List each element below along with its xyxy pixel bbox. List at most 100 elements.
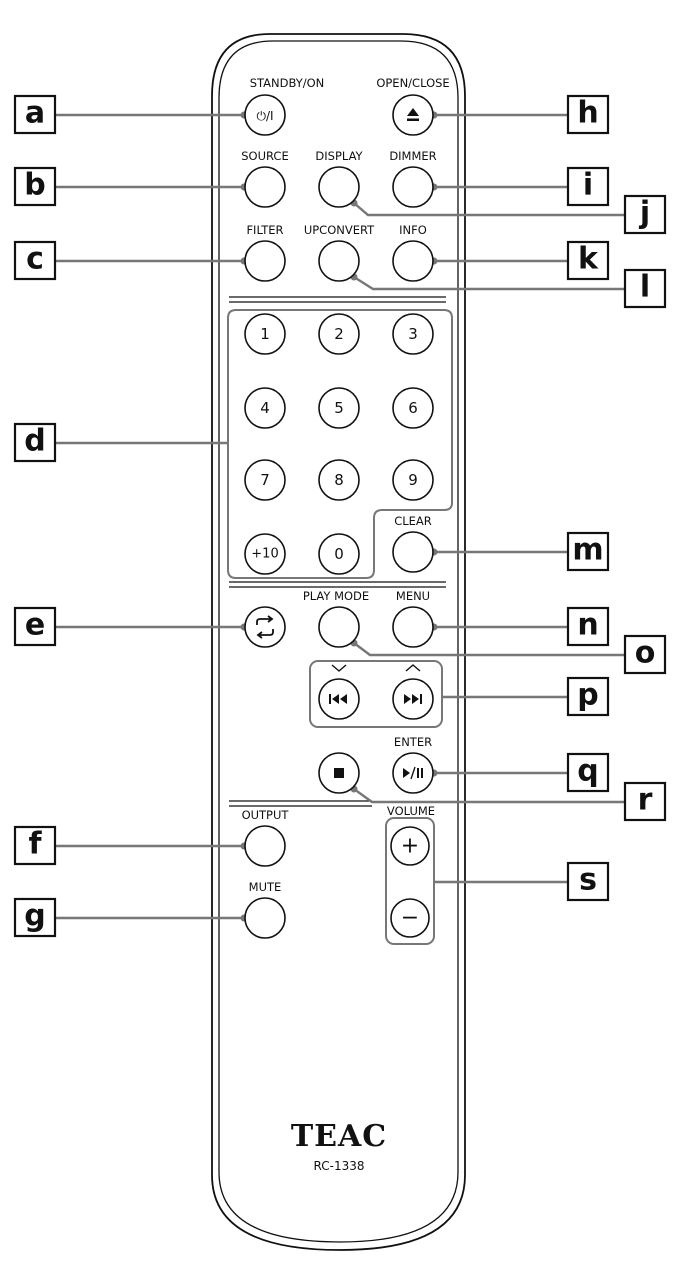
standby-label: STANDBY/ON (250, 76, 325, 90)
callout-box-r (623, 781, 667, 822)
playmode-button[interactable] (318, 606, 360, 648)
callout-g: g (24, 899, 45, 934)
output-button[interactable] (244, 825, 286, 867)
keypad: 1 2 3 4 5 6 7 8 9 +10 0 (244, 313, 434, 575)
callout-s: s (579, 863, 597, 898)
stop-button[interactable] (318, 752, 360, 794)
volume-up-button[interactable]: + (390, 826, 430, 866)
volume-up-label: + (401, 834, 419, 859)
callout-n: n (577, 608, 598, 643)
callout-box-q (566, 752, 610, 793)
key-4-label: 4 (260, 399, 270, 417)
play-pause-button[interactable] (392, 752, 434, 794)
key-0-label: 0 (334, 545, 344, 563)
callout-box-e (13, 606, 57, 647)
output-label: OUTPUT (242, 808, 290, 822)
openclose-button[interactable] (392, 94, 434, 136)
callout-d: d (24, 424, 45, 459)
leader-j (353, 202, 625, 217)
source-button[interactable] (244, 166, 286, 208)
filter-label: FILTER (246, 223, 283, 237)
callout-b: b (24, 168, 45, 203)
upconvert-button[interactable] (318, 240, 360, 282)
chevron-up-icon (405, 664, 421, 672)
dimmer-label: DIMMER (389, 149, 436, 163)
callout-o: o (635, 636, 656, 671)
mute-button[interactable] (244, 897, 286, 939)
leader-l (353, 275, 625, 291)
callout-box-k (566, 240, 610, 281)
remote-body-inner (218, 40, 459, 1243)
model-label: RC-1338 (314, 1159, 365, 1173)
display-button[interactable] (318, 166, 360, 208)
key-9-button[interactable] (392, 459, 434, 501)
key-7-button[interactable] (244, 459, 286, 501)
key-plus10-button[interactable] (244, 533, 286, 575)
display-label: DISPLAY (315, 149, 363, 163)
callout-box-d (13, 422, 57, 463)
key-2-label: 2 (334, 325, 344, 343)
callout-e: e (25, 608, 45, 643)
key-6-label: 6 (408, 399, 418, 417)
repeat-button-circle[interactable] (244, 606, 286, 648)
standby-button-circle[interactable] (244, 94, 286, 136)
volume-up-button-circle[interactable] (390, 826, 430, 866)
clear-label: CLEAR (394, 514, 432, 528)
volume-down-button[interactable]: − (390, 898, 430, 938)
skip-forward-button[interactable] (392, 678, 434, 720)
volume-down-label: − (401, 906, 419, 931)
skip-forward-icon (404, 694, 422, 704)
callouts: a b c d e f g h (13, 94, 667, 938)
callout-m: m (572, 533, 603, 568)
callout-q: q (577, 754, 598, 789)
callout-box-g (13, 897, 57, 938)
filter-button[interactable] (244, 240, 286, 282)
skip-back-button[interactable] (318, 678, 360, 720)
key-9-label: 9 (408, 471, 418, 489)
mute-label: MUTE (249, 880, 282, 894)
key-8-label: 8 (334, 471, 344, 489)
callout-c: c (26, 242, 44, 277)
callout-box-b (13, 166, 57, 207)
key-0-button[interactable] (318, 533, 360, 575)
key-7-label: 7 (260, 471, 270, 489)
info-label: INFO (399, 223, 427, 237)
openclose-label: OPEN/CLOSE (376, 76, 449, 90)
callout-box-f (13, 825, 57, 866)
key-4-button[interactable] (244, 387, 286, 429)
callout-h: h (577, 96, 598, 131)
chevron-down-icon (331, 664, 347, 672)
menu-button[interactable] (392, 606, 434, 648)
repeat-button[interactable] (244, 606, 286, 648)
callout-box-h (566, 94, 610, 135)
standby-button[interactable]: ⏻/I (244, 94, 286, 136)
repeat-icon (256, 615, 274, 639)
key-2-button[interactable] (318, 313, 360, 355)
key-plus10-label: +10 (251, 547, 278, 562)
enter-label: ENTER (394, 735, 432, 749)
key-1-label: 1 (260, 325, 270, 343)
key-5-button[interactable] (318, 387, 360, 429)
info-button[interactable] (392, 240, 434, 282)
upconvert-label: UPCONVERT (304, 223, 375, 237)
callout-box-n (566, 606, 610, 647)
key-3-button[interactable] (392, 313, 434, 355)
leader-o (353, 642, 625, 657)
callout-box-o (623, 634, 667, 675)
clear-button[interactable] (392, 531, 434, 573)
callout-box-l (623, 268, 667, 309)
dimmer-button[interactable] (392, 166, 434, 208)
power-icon: ⏻/I (256, 109, 273, 123)
playmode-label: PLAY MODE (303, 589, 369, 603)
callout-box-c (13, 240, 57, 281)
key-1-button[interactable] (244, 313, 286, 355)
key-6-button[interactable] (392, 387, 434, 429)
stop-icon (334, 768, 344, 778)
key-8-button[interactable] (318, 459, 360, 501)
brand-logo: TEAC (291, 1119, 387, 1154)
callout-box-s (566, 861, 610, 902)
volume-down-button-circle[interactable] (390, 898, 430, 938)
callout-j: j (639, 196, 650, 231)
